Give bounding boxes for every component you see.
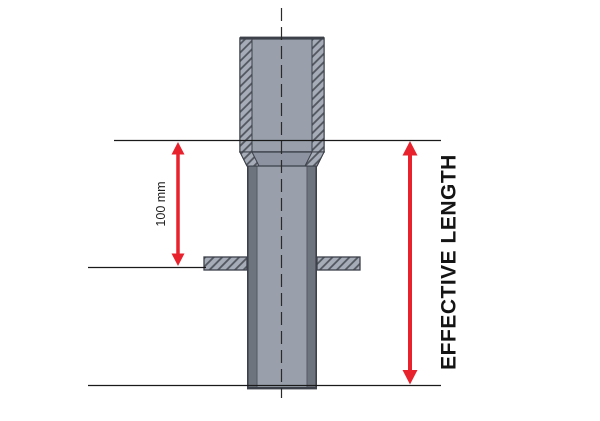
socket-wall-right bbox=[311, 37, 325, 153]
arrowhead-down-icon bbox=[171, 253, 185, 266]
flange-tab-right bbox=[316, 256, 361, 271]
effective-length-arrow bbox=[402, 141, 418, 385]
arrowhead-down-icon bbox=[402, 370, 418, 385]
socket-chamfer-left bbox=[239, 151, 260, 167]
effective-length-label: EFFECTIVE LENGTH bbox=[438, 154, 461, 370]
dimension-label-100mm: 100 mm bbox=[154, 181, 168, 226]
arrowhead-up-icon bbox=[171, 142, 185, 155]
socket-wall-left bbox=[239, 37, 253, 153]
dimension-arrow-100mm bbox=[171, 142, 185, 266]
flange-tab-left bbox=[203, 256, 248, 271]
flange bbox=[203, 256, 361, 271]
arrowhead-up-icon bbox=[402, 141, 418, 156]
pipe-wall-left bbox=[247, 140, 257, 389]
socket-chamfer-right bbox=[304, 151, 325, 167]
pipe-wall-right bbox=[307, 140, 317, 389]
